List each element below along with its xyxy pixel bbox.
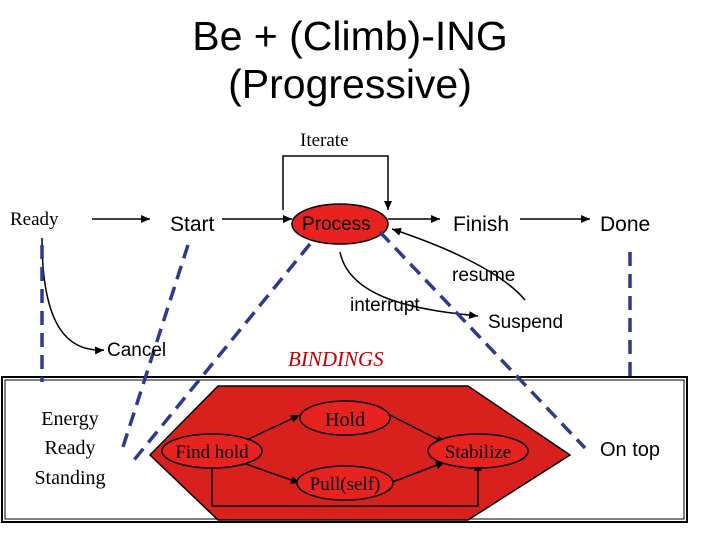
dashed-link-start-findhold xyxy=(120,244,190,451)
transition-resume: resume xyxy=(452,265,515,286)
process-node xyxy=(291,203,389,245)
state-done: Done xyxy=(600,213,650,236)
arrow-pull-stabilize xyxy=(389,461,446,484)
dashed-link-process-stabilize xyxy=(378,230,587,450)
arrow-resume xyxy=(391,228,526,301)
state-ready: Ready xyxy=(10,209,59,230)
transition-interrupt: interrupt xyxy=(350,295,420,316)
bindings-frame xyxy=(1,376,688,523)
state-cancel: Cancel xyxy=(107,340,166,361)
stabilize-node xyxy=(427,433,529,469)
stabilize-label: Stabilize xyxy=(445,442,511,463)
state-finish: Finish xyxy=(453,213,509,236)
state-start: Start xyxy=(170,213,215,236)
transition-iterate: Iterate xyxy=(300,130,349,151)
page-title: Be + (Climb)-ING (Progressive) xyxy=(0,12,700,108)
arrow-hold-stabilize xyxy=(389,414,446,444)
energy-line-1: Energy xyxy=(41,408,98,430)
find-hold-node xyxy=(161,433,263,469)
energy-line-2: Ready xyxy=(44,437,95,459)
pull-self-node xyxy=(296,465,394,501)
pull-self-label: Pull(self) xyxy=(310,474,381,495)
bindings-label: BINDINGS xyxy=(288,347,384,371)
hold-node xyxy=(299,400,391,436)
pull-loop xyxy=(211,455,482,507)
state-process: Process xyxy=(302,214,371,235)
title-line-2: (Progressive) xyxy=(228,61,472,107)
on-top-label: On top xyxy=(600,439,660,461)
find-hold-label: Find hold xyxy=(175,442,249,463)
iterate-loop xyxy=(282,155,392,210)
arrow-findhold-hold xyxy=(239,414,301,444)
dashed-link-process-findhold xyxy=(128,242,312,467)
arrow-findhold-pull xyxy=(239,461,301,484)
energy-line-3: Standing xyxy=(34,467,105,489)
hold-label: Hold xyxy=(325,409,365,431)
title-line-1: Be + (Climb)-ING xyxy=(192,13,508,59)
arrow-ready-cancel xyxy=(41,237,105,355)
bindings-hexagon xyxy=(148,385,572,521)
state-suspend: Suspend xyxy=(488,312,563,333)
